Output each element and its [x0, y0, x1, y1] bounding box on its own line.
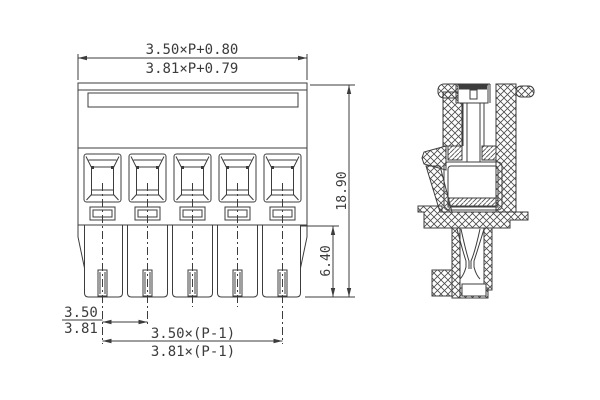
screw-slot: [469, 89, 478, 100]
plug-legs: [77, 224, 308, 298]
housing-section: [417, 83, 535, 299]
dimension-span: 3.50×(P-1) 3.81×(P-1): [102, 326, 283, 360]
dim-width-top: 3.50×P+0.80: [146, 42, 239, 58]
plug-leg-end-right: [262, 225, 308, 298]
dim-span: 3.50×(P-1): [151, 326, 235, 342]
plug-end-block: [461, 283, 487, 297]
clamp-screw: [455, 84, 491, 163]
foot: [431, 269, 453, 297]
front-view: [77, 82, 308, 344]
top-recess: [87, 92, 299, 108]
plug-leg-end-left: [77, 225, 123, 298]
spring-contact: [456, 228, 485, 280]
metal-sections: [447, 145, 499, 208]
plug-wall-right: [483, 227, 493, 291]
side-view: [417, 83, 535, 299]
wire-funnel-flange: [421, 145, 447, 171]
mounting-flange: [417, 205, 529, 229]
center-lines: [102, 183, 283, 344]
dimension-top-width: 3.50×P+0.80 3.81×P+0.79: [77, 42, 308, 80]
plug-wall-left: [451, 227, 461, 299]
dimension-pitch: 3.50 3.81: [62, 305, 148, 337]
dim-total-height: 18.90: [335, 171, 350, 210]
dim-pitch: 3.50: [64, 305, 98, 321]
dim-span-alt: 3.81×(P-1): [151, 344, 235, 360]
dim-width-top-alt: 3.81×P+0.79: [146, 61, 239, 77]
dim-pitch-alt: 3.81: [64, 321, 98, 337]
dimension-plug-height: 6.40: [301, 225, 339, 297]
dimension-total-height: 18.90: [305, 84, 355, 298]
dim-plug-height: 6.40: [319, 245, 334, 276]
